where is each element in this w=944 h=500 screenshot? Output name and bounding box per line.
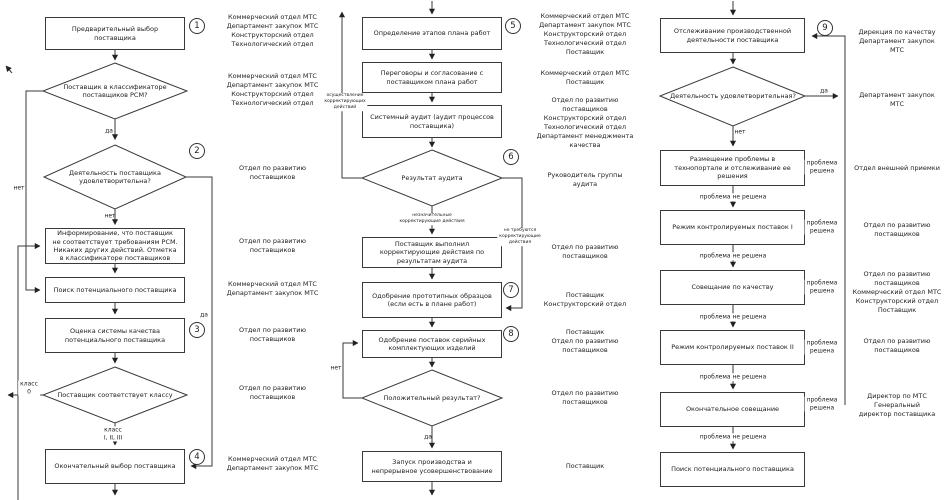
process-box: Режим контролируемых поставок II [660,330,805,365]
step-circle: 1 [189,18,205,34]
decision-diamond: Поставщик в классификаторе поставщиков Р… [63,82,167,99]
flow-label-no: нет [104,212,116,220]
annotation: Департамент закупок МТС [859,91,935,109]
annotation: Коммерческий отдел МТС Департамент закуп… [226,72,319,108]
annotation: Отдел по развитию поставщиков [551,243,619,261]
decision-diamond: Поставщик соответствует классу [57,390,173,399]
process-box: Одобрение прототипных образцов (если ест… [362,282,502,318]
annotation: Отдел по развитию поставщиков [238,384,306,402]
annotation: Отдел по развитию поставщиков [863,221,931,239]
flow-label-no-corrective: не требуются корректирующие действия [497,228,543,246]
flow-label-class0: класс 0 [18,380,40,396]
process-box: Режим контролируемых поставок I [660,210,805,245]
annotation: Отдел внешней приемки [854,164,940,172]
step-circle: 3 [189,322,205,338]
flow-label-problem-solved: проблема решена [804,396,840,412]
annotation: Отдел по развитию поставщиков [238,237,306,255]
annotation: Отдел по развитию поставщиков [551,389,619,407]
flow-label-no: нет [734,128,746,136]
flow-label-no: нет [330,364,342,372]
process-box: Переговоры и согласование с поставщиком … [362,62,502,93]
annotation: Отдел по развитию поставщиков Коммерческ… [852,270,942,315]
process-box: Окончательный выбор поставщика [45,449,185,484]
flow-label-yes: да [424,433,432,441]
process-box: Системный аудит (аудит процессов поставщ… [362,105,502,138]
process-box: Запуск производства и непрерывное усовер… [362,451,502,482]
flow-label-class123: класс I, II, III [101,426,125,442]
flow-label-problem-not-solved: проблема не решена [697,313,769,321]
process-box: Предварительный выбор поставщика [45,17,185,50]
flow-label-problem-solved: проблема решена [804,219,840,235]
annotation: Отдел по развитию поставщиков [863,337,931,355]
flow-label-problem-not-solved: проблема не решена [697,193,769,201]
decision-diamond: Деятельность поставщика удовлетворительн… [69,168,161,185]
flow-label-problem-solved: проблема решена [804,159,840,175]
annotation: Коммерческий отдел МТС Департамент закуп… [539,12,631,57]
step-circle: 6 [503,149,519,165]
decision-diamond: Деятельность удовлетворительная? [670,91,796,100]
process-box: Окончательное совещание [660,392,805,427]
step-circle: 8 [503,326,519,342]
annotation: Поставщик [565,462,605,470]
step-circle: 5 [505,18,521,34]
flow-label-problem-solved: проблема решена [804,279,840,295]
annotation: Дирекция по качеству Департамент закупок… [858,28,936,55]
annotation: Коммерческий отдел МТС Департамент закуп… [226,13,319,49]
process-box: Размещение проблемы в технопортале и отс… [660,150,805,186]
annotation: Поставщик Отдел по развитию поставщиков [551,328,619,355]
process-box: Совещание по качеству [660,270,805,305]
process-box: Информирование, что поставщик не соответ… [45,228,185,264]
process-box: Поиск потенциального поставщика [660,452,805,487]
process-box: Отслеживание производственной деятельнос… [660,18,805,53]
flow-label-problem-not-solved: проблема не решена [697,373,769,381]
process-box: Определение этапов плана работ [362,17,502,50]
annotation: Отдел по развитию поставщиков Конструкто… [536,96,634,150]
flow-label-problem-solved: проблема решена [804,339,840,355]
annotation: Коммерческий отдел МТС Поставщик [540,69,630,87]
flow-label-carry-out-corrective: осуществление корректирующих действий [322,93,368,111]
flow-label-yes: да [818,87,830,95]
annotation: Директор по МТС Генеральный директор пос… [858,392,936,419]
annotation: Отдел по развитию поставщиков [238,326,306,344]
step-circle: 4 [189,449,205,465]
annotation: Коммерческий отдел МТС Департамент закуп… [226,455,319,473]
process-box: Поставщик выполнил корректирующие действ… [362,237,502,268]
flow-label-problem-not-solved: проблема не решена [697,252,769,260]
flow-label-yes: да [105,127,113,135]
step-circle: 2 [189,143,205,159]
annotation: Руководитель группы аудита [547,171,623,189]
process-box: Одобрение поставок серийных комплектующи… [362,330,502,358]
step-circle: 9 [817,20,833,36]
annotation: Отдел по развитию поставщиков [238,164,306,182]
step-circle: 7 [503,282,519,298]
flow-label-yes: да [200,311,208,319]
flow-label-problem-not-solved: проблема не решена [697,433,769,441]
decision-diamond: Результат аудита [401,173,463,182]
flow-label-no: нет [13,184,25,192]
process-box: Оценка системы качества потенциального п… [45,318,185,353]
decision-diamond: Положительный результат? [383,393,481,402]
flow-label-minor-corrective: незначительные корректирующие действия [397,213,467,225]
annotation: Коммерческий отдел МТС Департамент закуп… [226,280,319,298]
process-box: Поиск потенциального поставщика [45,277,185,303]
annotation: Поставщик Конструкторский отдел [543,291,627,309]
